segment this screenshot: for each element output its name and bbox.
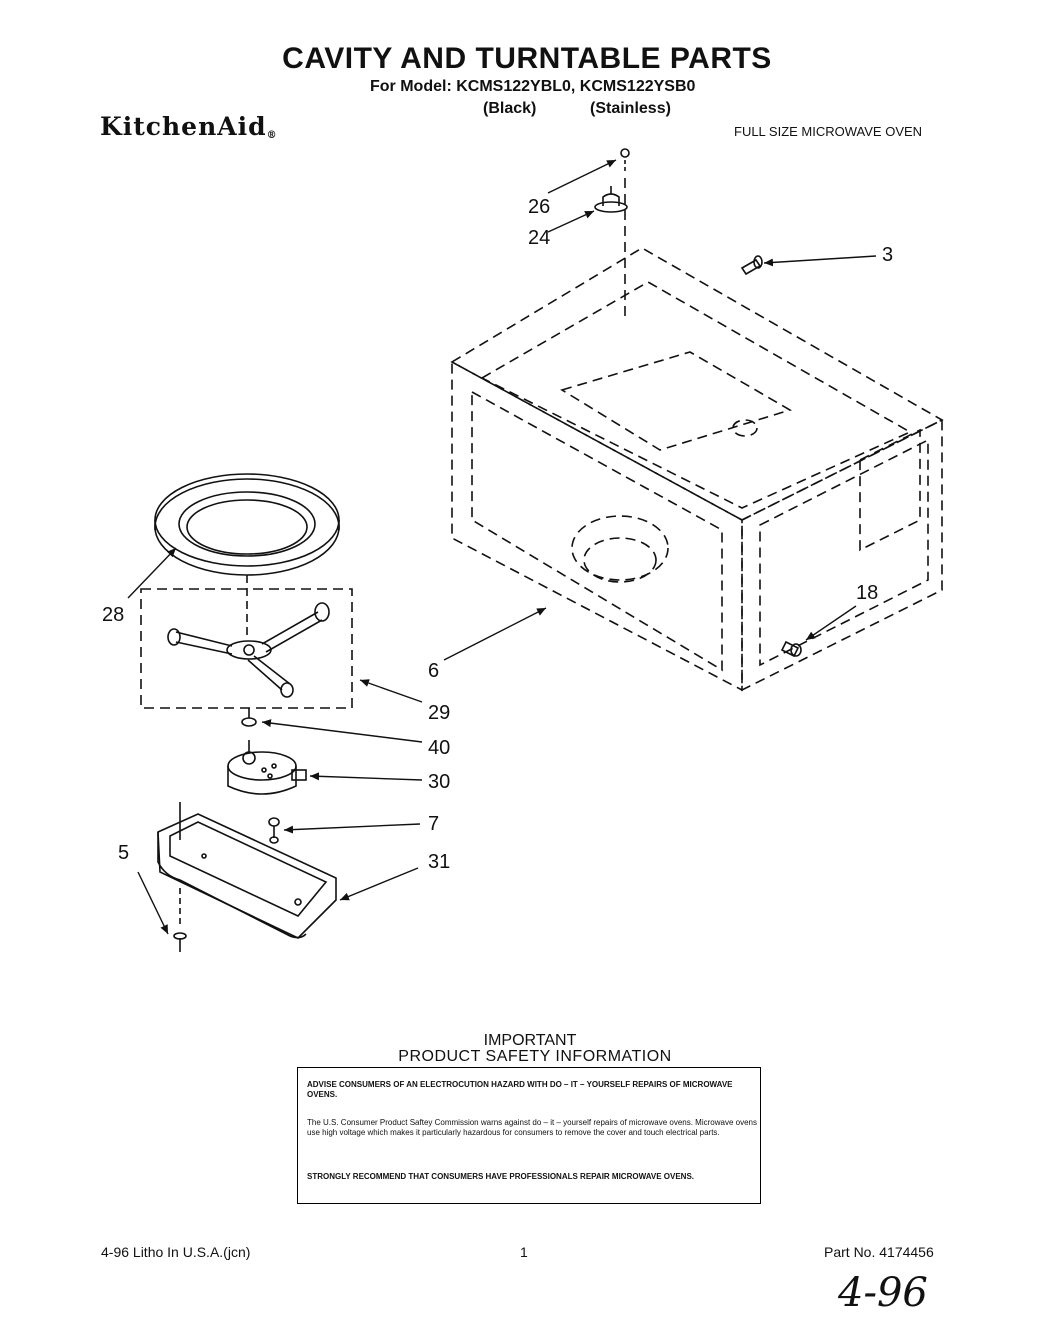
part-24-coupler xyxy=(594,186,628,213)
callout-26: 26 xyxy=(528,196,551,218)
safety-recommendation-text: STRONGLY RECOMMEND THAT CONSUMERS HAVE P… xyxy=(307,1172,694,1181)
brand-registered-mark: ® xyxy=(266,130,278,141)
model-line: For Model: KCMS122YBL0, KCMS122YSB0 xyxy=(370,78,696,95)
part-28-turntable-tray xyxy=(154,473,340,576)
safety-heading-info: PRODUCT SAFETY INFORMATION xyxy=(398,1048,672,1065)
part-6-cavity xyxy=(450,247,944,692)
callout-29: 29 xyxy=(428,702,451,724)
part-40-washer xyxy=(241,717,257,727)
brand-name: KitchenAid xyxy=(100,112,267,141)
callout-3: 3 xyxy=(882,244,894,266)
callout-28: 28 xyxy=(102,604,125,626)
part-31-cover xyxy=(157,802,337,939)
handwritten-date: 4-96 xyxy=(838,1270,928,1316)
safety-commission-text: The U.S. Consumer Product Saftey Commiss… xyxy=(307,1118,757,1137)
part-26-nut xyxy=(620,148,630,172)
leader-29 xyxy=(359,679,423,703)
callout-40: 40 xyxy=(428,737,451,759)
leader-lines xyxy=(127,159,877,935)
callout-6: 6 xyxy=(428,660,440,682)
brand-logo: KitchenAid® xyxy=(100,112,278,141)
leader-7 xyxy=(283,823,421,834)
leader-26 xyxy=(547,159,617,194)
litho-note: 4-96 Litho In U.S.A.(jcn) xyxy=(101,1244,251,1260)
variant-stainless: (Stainless) xyxy=(590,100,671,117)
product-type: FULL SIZE MICROWAVE OVEN xyxy=(734,124,923,139)
page-title: CAVITY AND TURNTABLE PARTS xyxy=(282,42,772,75)
callout-5: 5 xyxy=(118,842,130,864)
safety-warning-text: ADVISE CONSUMERS OF AN ELECTROCUTION HAZ… xyxy=(307,1080,733,1099)
leader-3 xyxy=(763,255,877,267)
part-number: Part No. 4174456 xyxy=(824,1244,934,1260)
part-29-roller-support xyxy=(140,575,353,709)
part-5-screw xyxy=(173,888,187,952)
callout-30: 30 xyxy=(428,771,451,793)
leader-6 xyxy=(443,607,547,661)
part-3-screw xyxy=(740,255,763,276)
callout-7: 7 xyxy=(428,813,440,835)
part-18-screw xyxy=(780,640,802,658)
callout-18: 18 xyxy=(856,582,879,604)
safety-heading-important: IMPORTANT xyxy=(483,1032,577,1049)
leader-40 xyxy=(261,719,423,743)
callout-24: 24 xyxy=(528,227,551,249)
variant-black: (Black) xyxy=(483,100,537,117)
leader-18 xyxy=(805,605,857,641)
page-number: 1 xyxy=(520,1244,528,1260)
leader-24 xyxy=(547,210,595,233)
safety-notice-box xyxy=(297,1067,761,1204)
part-30-turntable-motor xyxy=(227,740,307,795)
part-7-screw xyxy=(268,817,280,844)
exploded-parts-diagram xyxy=(127,148,944,952)
leader-31 xyxy=(339,867,419,901)
callout-31: 31 xyxy=(428,851,451,873)
leader-30 xyxy=(309,772,423,781)
leader-28 xyxy=(127,547,177,599)
leader-5 xyxy=(137,871,169,935)
